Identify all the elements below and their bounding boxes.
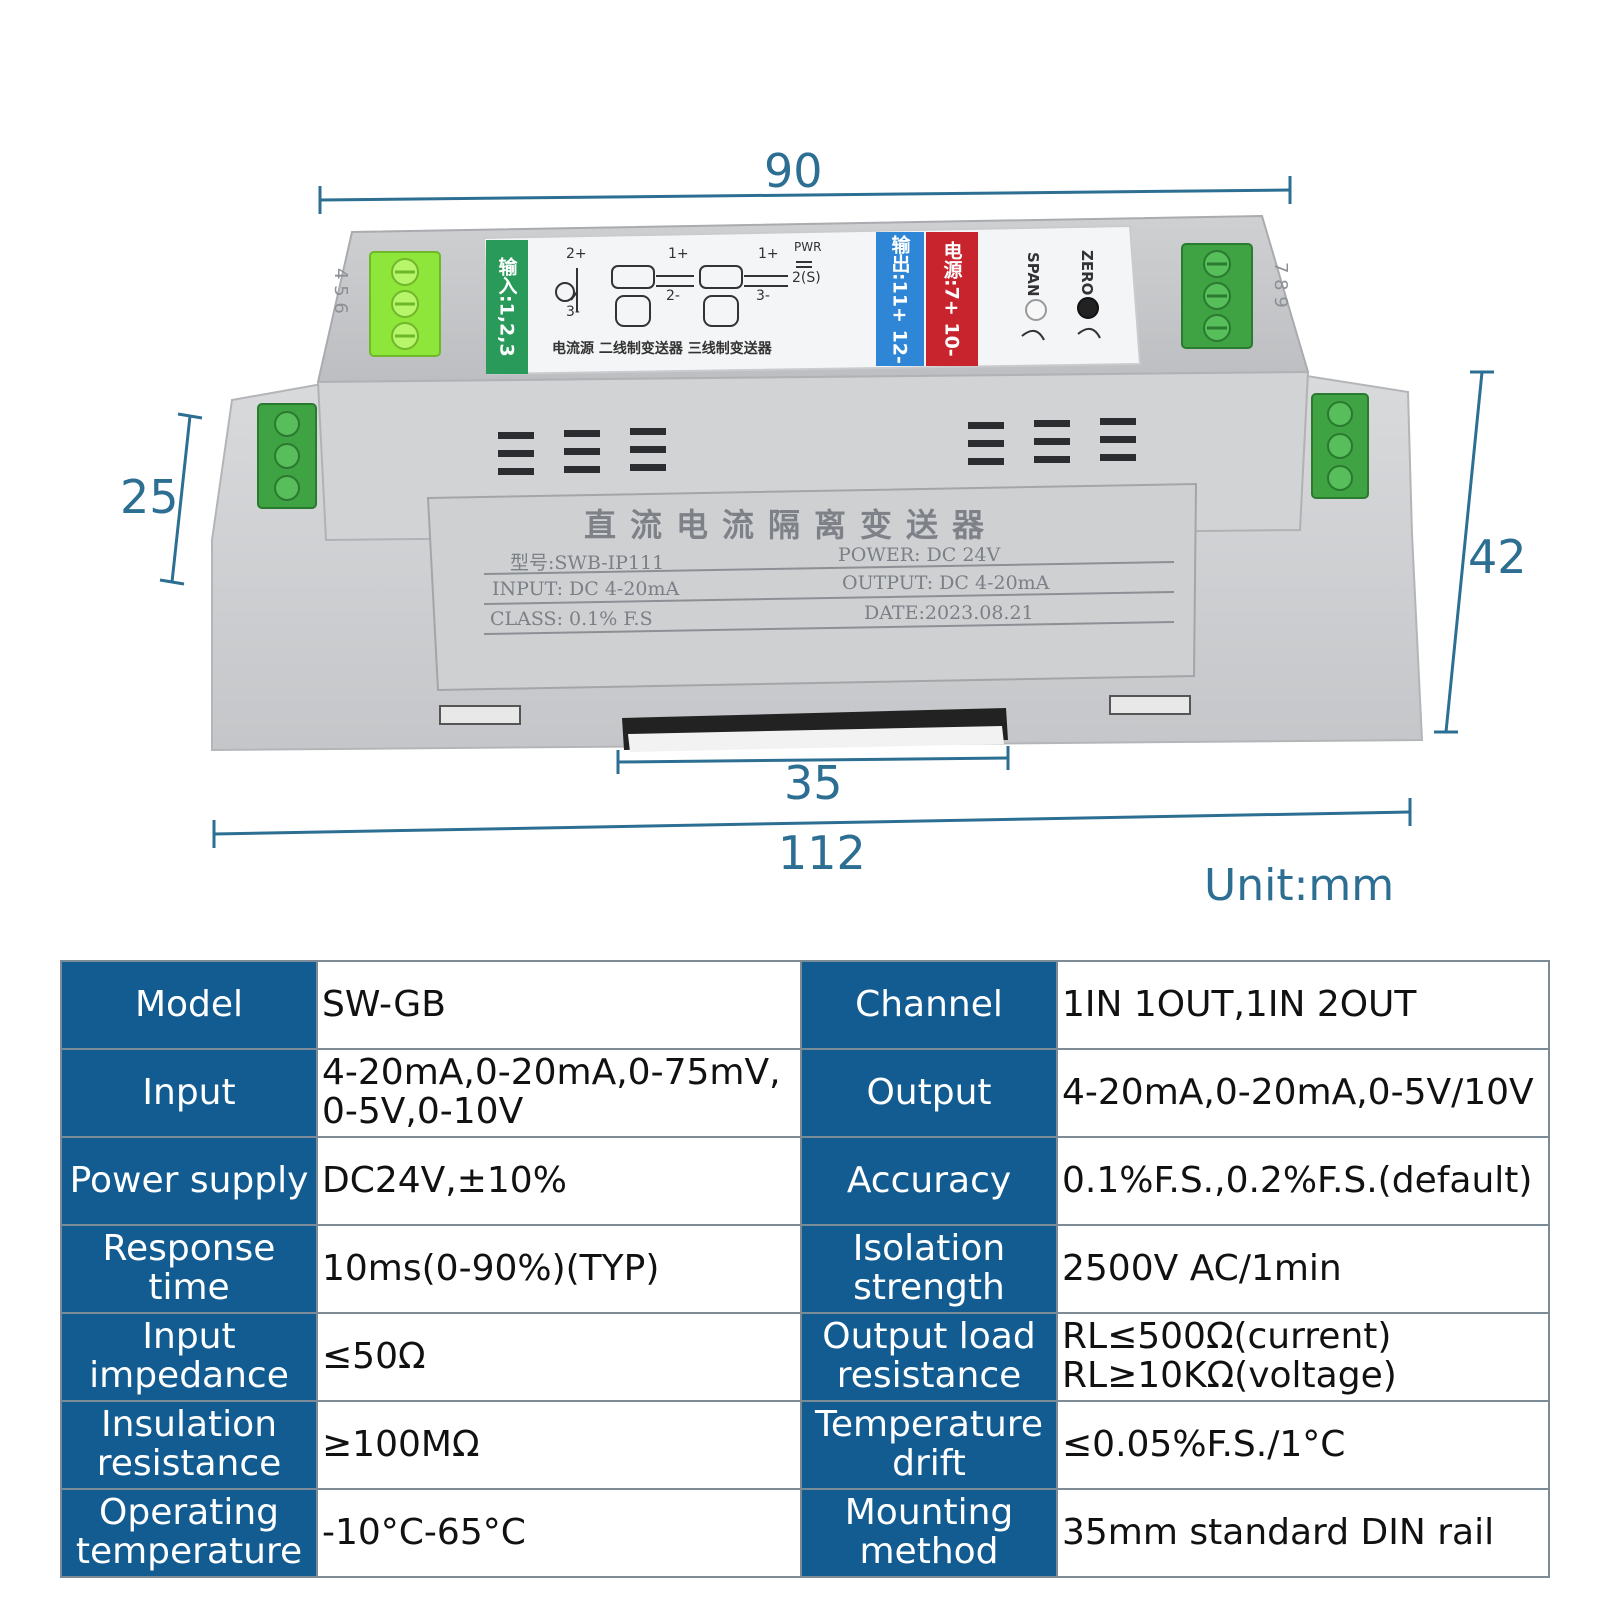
spec-label: Response time — [60, 1224, 318, 1314]
vent-slots — [498, 418, 1136, 475]
nameplate-power: POWER: DC 24V — [838, 544, 1001, 566]
right-terminal-numbers: 7 8 9 — [1270, 262, 1291, 308]
spec-label: Output load resistance — [800, 1312, 1058, 1402]
zero-label: ZERO — [1078, 250, 1096, 296]
spec-value: -10°C-65°C — [316, 1488, 802, 1578]
nameplate-date: DATE:2023.08.21 — [864, 602, 1034, 624]
spec-value: ≥100MΩ — [316, 1400, 802, 1490]
spec-value: 0.1%F.S.,0.2%F.S.(default) — [1056, 1136, 1550, 1226]
spec-label: Channel — [800, 960, 1058, 1050]
dim-left-height: 25 — [120, 470, 179, 524]
terminal-block-top-right — [1181, 243, 1253, 349]
spec-label: Mounting method — [800, 1488, 1058, 1578]
spec-value: 35mm standard DIN rail — [1056, 1488, 1550, 1578]
spec-label: Operating temperature — [60, 1488, 318, 1578]
spec-label: Input impedance — [60, 1312, 318, 1402]
spec-label: Output — [800, 1048, 1058, 1138]
spec-value: 2500V AC/1min — [1056, 1224, 1550, 1314]
spec-value: SW-GB — [316, 960, 802, 1050]
schematic-1plus-b: 1+ — [758, 246, 779, 262]
schematic-3minus: 3- — [566, 304, 580, 320]
dim-rail-width: 35 — [784, 756, 843, 810]
terminal-block-top-left — [369, 251, 441, 357]
schematic-caption: 电流源 二线制变送器 三线制变送器 — [552, 341, 772, 357]
nameplate-model: 型号:SWB-IP111 — [510, 552, 665, 574]
din-rail-slot-edge — [628, 726, 1004, 752]
nameplate-class: CLASS: 0.1% F.S — [490, 608, 653, 630]
nameplate — [426, 482, 1198, 692]
zero-potentiometer[interactable] — [1077, 297, 1099, 319]
spec-label: Power supply — [60, 1136, 318, 1226]
spec-value: 4-20mA,0-20mA,0-5V/10V — [1056, 1048, 1550, 1138]
spec-label: Input — [60, 1048, 318, 1138]
span-arrow-icon — [1021, 329, 1045, 341]
dim-right-height: 42 — [1468, 530, 1527, 584]
nameplate-rules — [483, 561, 1175, 635]
spec-value: RL≤500Ω(current) RL≥10KΩ(voltage) — [1056, 1312, 1550, 1402]
schematic-2s: 2(S) — [792, 270, 821, 286]
spec-value: ≤0.05%F.S./1°C — [1056, 1400, 1550, 1490]
dimension-lines — [159, 176, 1494, 848]
spec-label: Isolation strength — [800, 1224, 1058, 1314]
schematic-3minus-b: 3- — [756, 288, 770, 304]
spec-value: 10ms(0-90%)(TYP) — [316, 1224, 802, 1314]
spec-label: Accuracy — [800, 1136, 1058, 1226]
rail-clip-left — [439, 705, 521, 725]
spec-label: Insulation resistance — [60, 1400, 318, 1490]
terminal-block-side-left — [257, 403, 317, 509]
spec-value: DC24V,±10% — [316, 1136, 802, 1226]
pwr-label: PWR — [794, 240, 822, 254]
nameplate-output: OUTPUT: DC 4-20mA — [842, 572, 1050, 594]
schematic-2plus: 2+ — [566, 246, 587, 262]
zero-arrow-icon — [1077, 327, 1101, 339]
nameplate-title: 直流电流隔离变送器 — [584, 506, 999, 544]
input-terminal-strip: 输入:1,2,3 — [486, 240, 528, 374]
rail-clip-right — [1109, 695, 1191, 715]
span-potentiometer[interactable] — [1025, 299, 1047, 321]
terminal-block-side-right — [1311, 393, 1369, 499]
spec-label: Temperature drift — [800, 1400, 1058, 1490]
unit-label: Unit:mm — [1204, 860, 1395, 911]
output-terminal-strip: 输出:11+ 12- — [876, 232, 924, 366]
dim-total-width: 112 — [778, 826, 866, 880]
spec-value: ≤50Ω — [316, 1312, 802, 1402]
spec-label: Model — [60, 960, 318, 1050]
schematic-2minus: 2- — [666, 288, 680, 304]
nameplate-input: INPUT: DC 4-20mA — [492, 578, 680, 600]
wiring-schematic — [555, 261, 812, 327]
span-label: SPAN — [1024, 252, 1042, 297]
spec-value: 4-20mA,0-20mA,0-75mV, 0-5V,0-10V — [316, 1048, 802, 1138]
dim-top-width: 90 — [764, 144, 823, 198]
schematic-1plus-a: 1+ — [668, 246, 689, 262]
power-terminal-strip: 电源:7+ 10- — [926, 232, 978, 366]
spec-value: 1IN 1OUT,1IN 2OUT — [1056, 960, 1550, 1050]
left-terminal-numbers: 4 5 6 — [330, 268, 351, 314]
